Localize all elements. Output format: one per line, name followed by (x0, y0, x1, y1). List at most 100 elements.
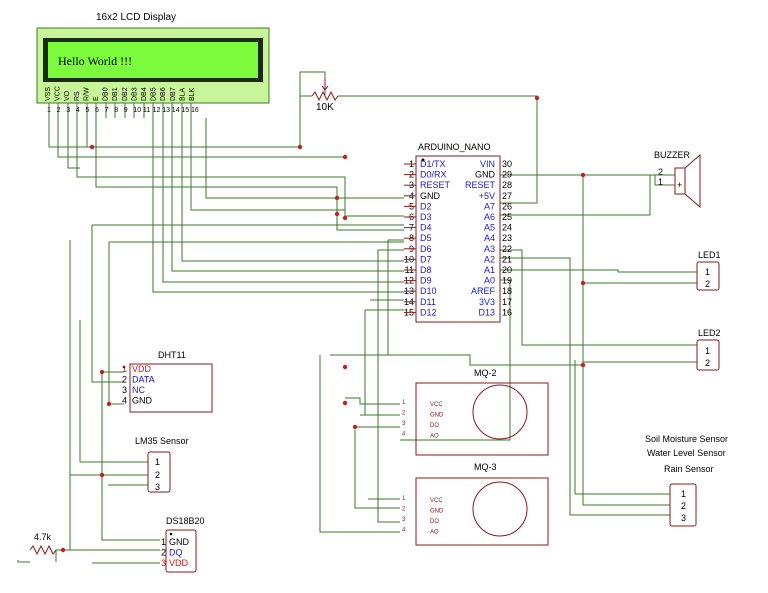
lcd-pin-number: 5 (85, 107, 89, 114)
mq3-title: MQ-3 (474, 462, 497, 472)
nano-right-pin-number: 29 (502, 170, 512, 180)
nano-right-pin-name: D13 (478, 307, 495, 317)
led1-pin-2: 2 (705, 279, 710, 289)
lcd-pin-name: DB7 (170, 87, 177, 101)
nano-right-pin-number: 21 (502, 254, 512, 264)
dht11-pin-name: NC (132, 385, 145, 395)
mq3-pin-number: 2 (402, 507, 406, 513)
led1: LED1 1 2 (696, 250, 721, 291)
lcd-pin-number: 11 (143, 107, 150, 114)
nano-right-pin-number: 22 (502, 244, 512, 254)
nano-left-pin-name: D3 (420, 212, 432, 222)
nano-right-pin-number: 18 (502, 286, 512, 296)
lcd-pin-number: 14 (172, 107, 180, 114)
mq2-pin-name: AO (430, 434, 439, 440)
dht11-title: DHT11 (158, 350, 186, 360)
pot-label: 10K (316, 102, 334, 113)
nano-left-pin-name: D7 (420, 254, 432, 264)
ds18b20-pin-number: 3 (161, 558, 166, 568)
dht11-pin-name: GND (132, 396, 153, 406)
lcd-pin-name: BLA (179, 87, 186, 101)
nano-right-pin-name: A4 (484, 233, 495, 243)
nano-right-pin-number: 20 (502, 265, 512, 275)
lcd-pin-number: 13 (162, 107, 170, 114)
dht11-pin-number: 4 (122, 396, 127, 406)
nano-right-pin-name: AREF (471, 286, 496, 296)
nano-right-pin-name: GND (475, 170, 496, 180)
dht11-pin-number: 2 (122, 375, 127, 385)
nano-right-pin-number: 17 (502, 297, 512, 307)
nano-left-pin-name: GND (420, 191, 441, 201)
nano-right-pin-number: 25 (502, 212, 512, 222)
nano-left-pin-name: D10 (420, 286, 437, 296)
lcd-pin-number: 7 (105, 107, 109, 114)
junctions (60, 95, 586, 553)
nano-left-pin-name: D5 (420, 233, 432, 243)
mq3-pin-number: 4 (402, 528, 406, 534)
lcd-pin-number: 6 (95, 107, 99, 114)
nano-right-pin-number: 27 (502, 191, 512, 201)
soil-pin-3: 3 (681, 513, 686, 523)
nano-right-pin-number: 19 (502, 276, 512, 286)
nano-right-pin-number: 26 (502, 201, 512, 211)
mq2-pin-number: 1 (402, 400, 406, 406)
lcd-pin-name: DB2 (122, 87, 129, 101)
ds18b20-pin-name: GND (169, 537, 190, 547)
nano-right-pin-name: A3 (484, 244, 495, 254)
lcd-pin-name: E (93, 96, 100, 101)
led2: LED2 1 2 (696, 328, 721, 371)
lcd-pin-number: 4 (76, 107, 80, 114)
mq2-pin-number: 3 (402, 421, 406, 427)
mq3-pin-number: 3 (402, 517, 406, 523)
mq3-pin-number: 1 (402, 496, 406, 502)
dht11-pin-name: VDD (132, 364, 152, 374)
dht11-pin-number: 1 (122, 364, 127, 374)
lcd-pin-number: 1 (47, 107, 51, 114)
mq3-pin-name: DO (430, 519, 439, 525)
lcd-pin-name: DB4 (141, 87, 148, 101)
led1-pin-1: 1 (705, 267, 710, 277)
nano-right-pin-number: 24 (502, 223, 512, 233)
lcd-pin-number: 3 (66, 107, 70, 114)
soil-title-1: Soil Moisture Sensor (645, 434, 728, 444)
nano-left-pin-name: D4 (420, 223, 432, 233)
lm35-pin-3: 3 (155, 482, 160, 492)
lcd-pin-number: 16 (191, 107, 199, 114)
soil-title-2: Water Level Sensor (647, 448, 726, 458)
mq2-pin-number: 4 (402, 432, 406, 438)
lcd-screen-text: Hello World !!! (58, 54, 132, 68)
wires (17, 71, 697, 564)
nano-right-pin-number: 16 (502, 307, 512, 317)
lcd-pin-number: 12 (153, 107, 161, 114)
lcd-pin-name: DB3 (131, 87, 138, 101)
lcd-pin-number: 15 (181, 107, 189, 114)
nano-left-pin-name: D8 (420, 265, 432, 275)
mq2-title: MQ-2 (474, 368, 497, 378)
nano-right-pin-name: A5 (484, 223, 495, 233)
led2-pin-2: 2 (705, 358, 710, 368)
buzzer: BUZZER + 2 1 (654, 150, 701, 209)
lcd-pin-name: VCC (55, 86, 62, 101)
buzzer-pin-2: 2 (658, 167, 663, 177)
resistor-label: 4.7k (34, 532, 52, 542)
lcd-pin-number: 8 (114, 107, 118, 114)
dht11-pin-number: 3 (122, 385, 127, 395)
soil-pin-1: 1 (681, 489, 686, 499)
mq3-pin-name: AO (430, 530, 439, 536)
buzzer-title: BUZZER (654, 150, 691, 160)
nano-right-pin-name: VIN (480, 159, 495, 169)
nano-right-pin-name: A2 (484, 254, 495, 264)
led2-title: LED2 (698, 328, 721, 338)
resistor-4-7k: 4.7k (29, 532, 57, 556)
